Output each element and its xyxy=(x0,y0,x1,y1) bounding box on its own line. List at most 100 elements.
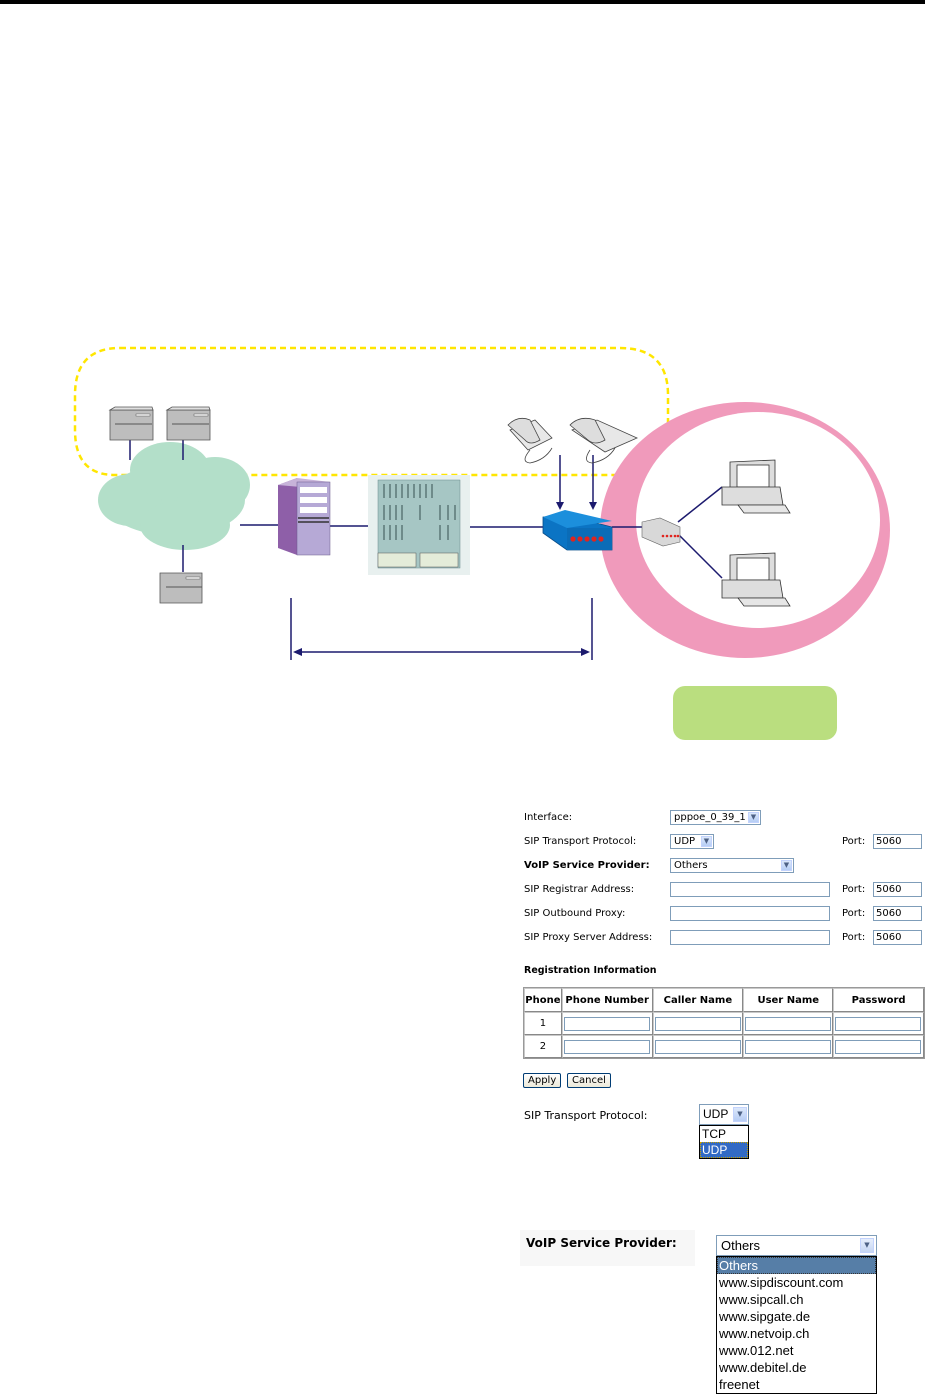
sip-transport-label: SIP Transport Protocol: xyxy=(524,836,637,847)
sip-proxy-port-input[interactable]: 5060 xyxy=(873,930,922,945)
user-name-input[interactable] xyxy=(745,1039,832,1054)
sip-registrar-port-input[interactable]: 5060 xyxy=(873,882,922,897)
apply-button[interactable]: Apply xyxy=(523,1073,562,1088)
sip-proxy-input[interactable] xyxy=(670,930,830,945)
voip-provider-label: VoIP Service Provider: xyxy=(524,860,650,871)
network-links xyxy=(129,440,723,660)
provider-dropdown-demo: VoIP Service Provider: Others ▼ Others w… xyxy=(520,1230,890,1399)
label-background xyxy=(520,1230,695,1266)
voip-gateway-modem-icon xyxy=(542,510,613,551)
chevron-down-icon: ▼ xyxy=(733,1107,747,1122)
network-hub-icon xyxy=(641,517,681,547)
sip-outbound-label: SIP Outbound Proxy: xyxy=(524,908,626,919)
network-diagram xyxy=(73,346,890,740)
col-phone: Phone xyxy=(524,988,562,1012)
sip-registrar-input[interactable] xyxy=(670,882,830,897)
password-cell xyxy=(833,1012,924,1035)
chevron-wrap: ▼ xyxy=(733,1107,747,1122)
user-name-cell xyxy=(743,1012,834,1035)
user-name-input[interactable] xyxy=(745,1016,832,1031)
provider-option[interactable]: www.debitel.de xyxy=(719,1360,807,1375)
registration-table: Phone Phone Number Caller Name User Name… xyxy=(523,987,925,1059)
dslam-equipment-icon xyxy=(368,475,470,575)
sip-outbound-port-input[interactable]: 5060 xyxy=(873,906,922,921)
table-row: 2 xyxy=(524,1035,924,1058)
computer-icon xyxy=(721,459,791,514)
provider-option[interactable]: www.sipgate.de xyxy=(719,1309,811,1324)
table-row: 1 xyxy=(524,1012,924,1035)
port-label: Port: xyxy=(842,932,866,943)
caller-name-input[interactable] xyxy=(654,1039,741,1054)
port-label: Port: xyxy=(842,836,866,847)
sip-proxy-label: SIP Proxy Server Address: xyxy=(524,932,653,943)
phone-index: 1 xyxy=(524,1012,562,1035)
home-network-inner xyxy=(636,412,880,628)
voip-provider-label: VoIP Service Provider: xyxy=(526,1236,677,1250)
port-label: Port: xyxy=(842,908,866,919)
provider-option[interactable]: www.netvoip.ch xyxy=(719,1326,810,1341)
sip-transport-select[interactable]: UDP ▼ xyxy=(670,834,714,849)
sip-transport-row: SIP Transport Protocol: UDP ▼ Port: 5060 xyxy=(520,832,925,852)
phone-icon xyxy=(507,417,553,464)
password-input[interactable] xyxy=(835,1039,922,1054)
green-label-box xyxy=(673,686,837,740)
softswitch-server-icon xyxy=(278,478,331,556)
password-input[interactable] xyxy=(835,1016,922,1031)
sip-transport-label: SIP Transport Protocol: xyxy=(524,1109,648,1122)
provider-option[interactable]: Others xyxy=(717,1257,876,1274)
cancel-button[interactable]: Cancel xyxy=(567,1073,611,1088)
chevron-down-icon: ▼ xyxy=(748,812,759,823)
phone-icon xyxy=(569,417,638,464)
col-phone-number: Phone Number xyxy=(561,988,653,1012)
chevron-down-icon: ▼ xyxy=(860,1238,874,1253)
provider-options-list: Others www.sipdiscount.com www.sipcall.c… xyxy=(716,1256,877,1394)
transport-dropdown-demo: SIP Transport Protocol: UDP ▼ TCP UDP xyxy=(520,1100,760,1160)
caller-name-input[interactable] xyxy=(654,1016,741,1031)
caller-name-cell xyxy=(652,1035,744,1058)
chevron-down-icon: ▼ xyxy=(701,836,712,847)
computer-icon xyxy=(721,552,791,607)
transport-select-value: UDP xyxy=(703,1107,729,1121)
provider-option[interactable]: www.012.net xyxy=(719,1343,794,1358)
internet-cloud-icon xyxy=(98,442,250,550)
page-top-rule xyxy=(0,0,925,4)
provider-option[interactable]: www.sipdiscount.com xyxy=(719,1275,844,1290)
col-caller-name: Caller Name xyxy=(652,988,744,1012)
phone-number-input[interactable] xyxy=(563,1039,650,1054)
voip-provider-select-value: Others xyxy=(674,860,708,871)
voip-provider-select[interactable]: Others ▼ xyxy=(670,858,794,873)
interface-label: Interface: xyxy=(524,812,573,823)
provider-select-open[interactable]: Others ▼ xyxy=(716,1235,877,1256)
transport-option-tcp[interactable]: TCP xyxy=(702,1127,726,1141)
caller-name-cell xyxy=(652,1012,744,1035)
table-header-row: Phone Phone Number Caller Name User Name… xyxy=(524,988,924,1012)
server-icon xyxy=(108,406,154,441)
port-label: Port: xyxy=(842,884,866,895)
password-cell xyxy=(833,1035,924,1058)
col-password: Password xyxy=(833,988,924,1012)
provider-select-value: Others xyxy=(721,1238,761,1253)
user-name-cell xyxy=(743,1035,834,1058)
sip-registrar-row: SIP Registrar Address: Port: 5060 xyxy=(520,880,925,900)
sip-transport-port-input[interactable]: 5060 xyxy=(873,834,922,849)
phone-number-cell xyxy=(561,1035,653,1058)
phone-number-input[interactable] xyxy=(563,1016,650,1031)
col-user-name: User Name xyxy=(743,988,834,1012)
sip-registrar-label: SIP Registrar Address: xyxy=(524,884,635,895)
provider-option[interactable]: www.sipcall.ch xyxy=(719,1292,804,1307)
phone-index: 2 xyxy=(524,1035,562,1058)
sip-outbound-input[interactable] xyxy=(670,906,830,921)
registration-title: Registration Information xyxy=(524,965,657,976)
sip-outbound-row: SIP Outbound Proxy: Port: 5060 xyxy=(520,904,925,924)
sip-transport-select-value: UDP xyxy=(674,836,696,847)
phone-number-cell xyxy=(561,1012,653,1035)
interface-select-value: pppoe_0_39_1 xyxy=(674,812,746,823)
transport-options-list: TCP UDP xyxy=(699,1125,749,1159)
server-icon xyxy=(159,572,203,604)
provider-option[interactable]: freenet xyxy=(719,1377,760,1392)
voip-provider-row: VoIP Service Provider: Others ▼ xyxy=(520,856,925,876)
transport-option-udp[interactable]: UDP xyxy=(700,1142,748,1158)
chevron-down-icon: ▼ xyxy=(781,860,792,871)
transport-select-open[interactable]: UDP ▼ xyxy=(699,1104,749,1125)
interface-select[interactable]: pppoe_0_39_1 ▼ xyxy=(670,810,761,825)
